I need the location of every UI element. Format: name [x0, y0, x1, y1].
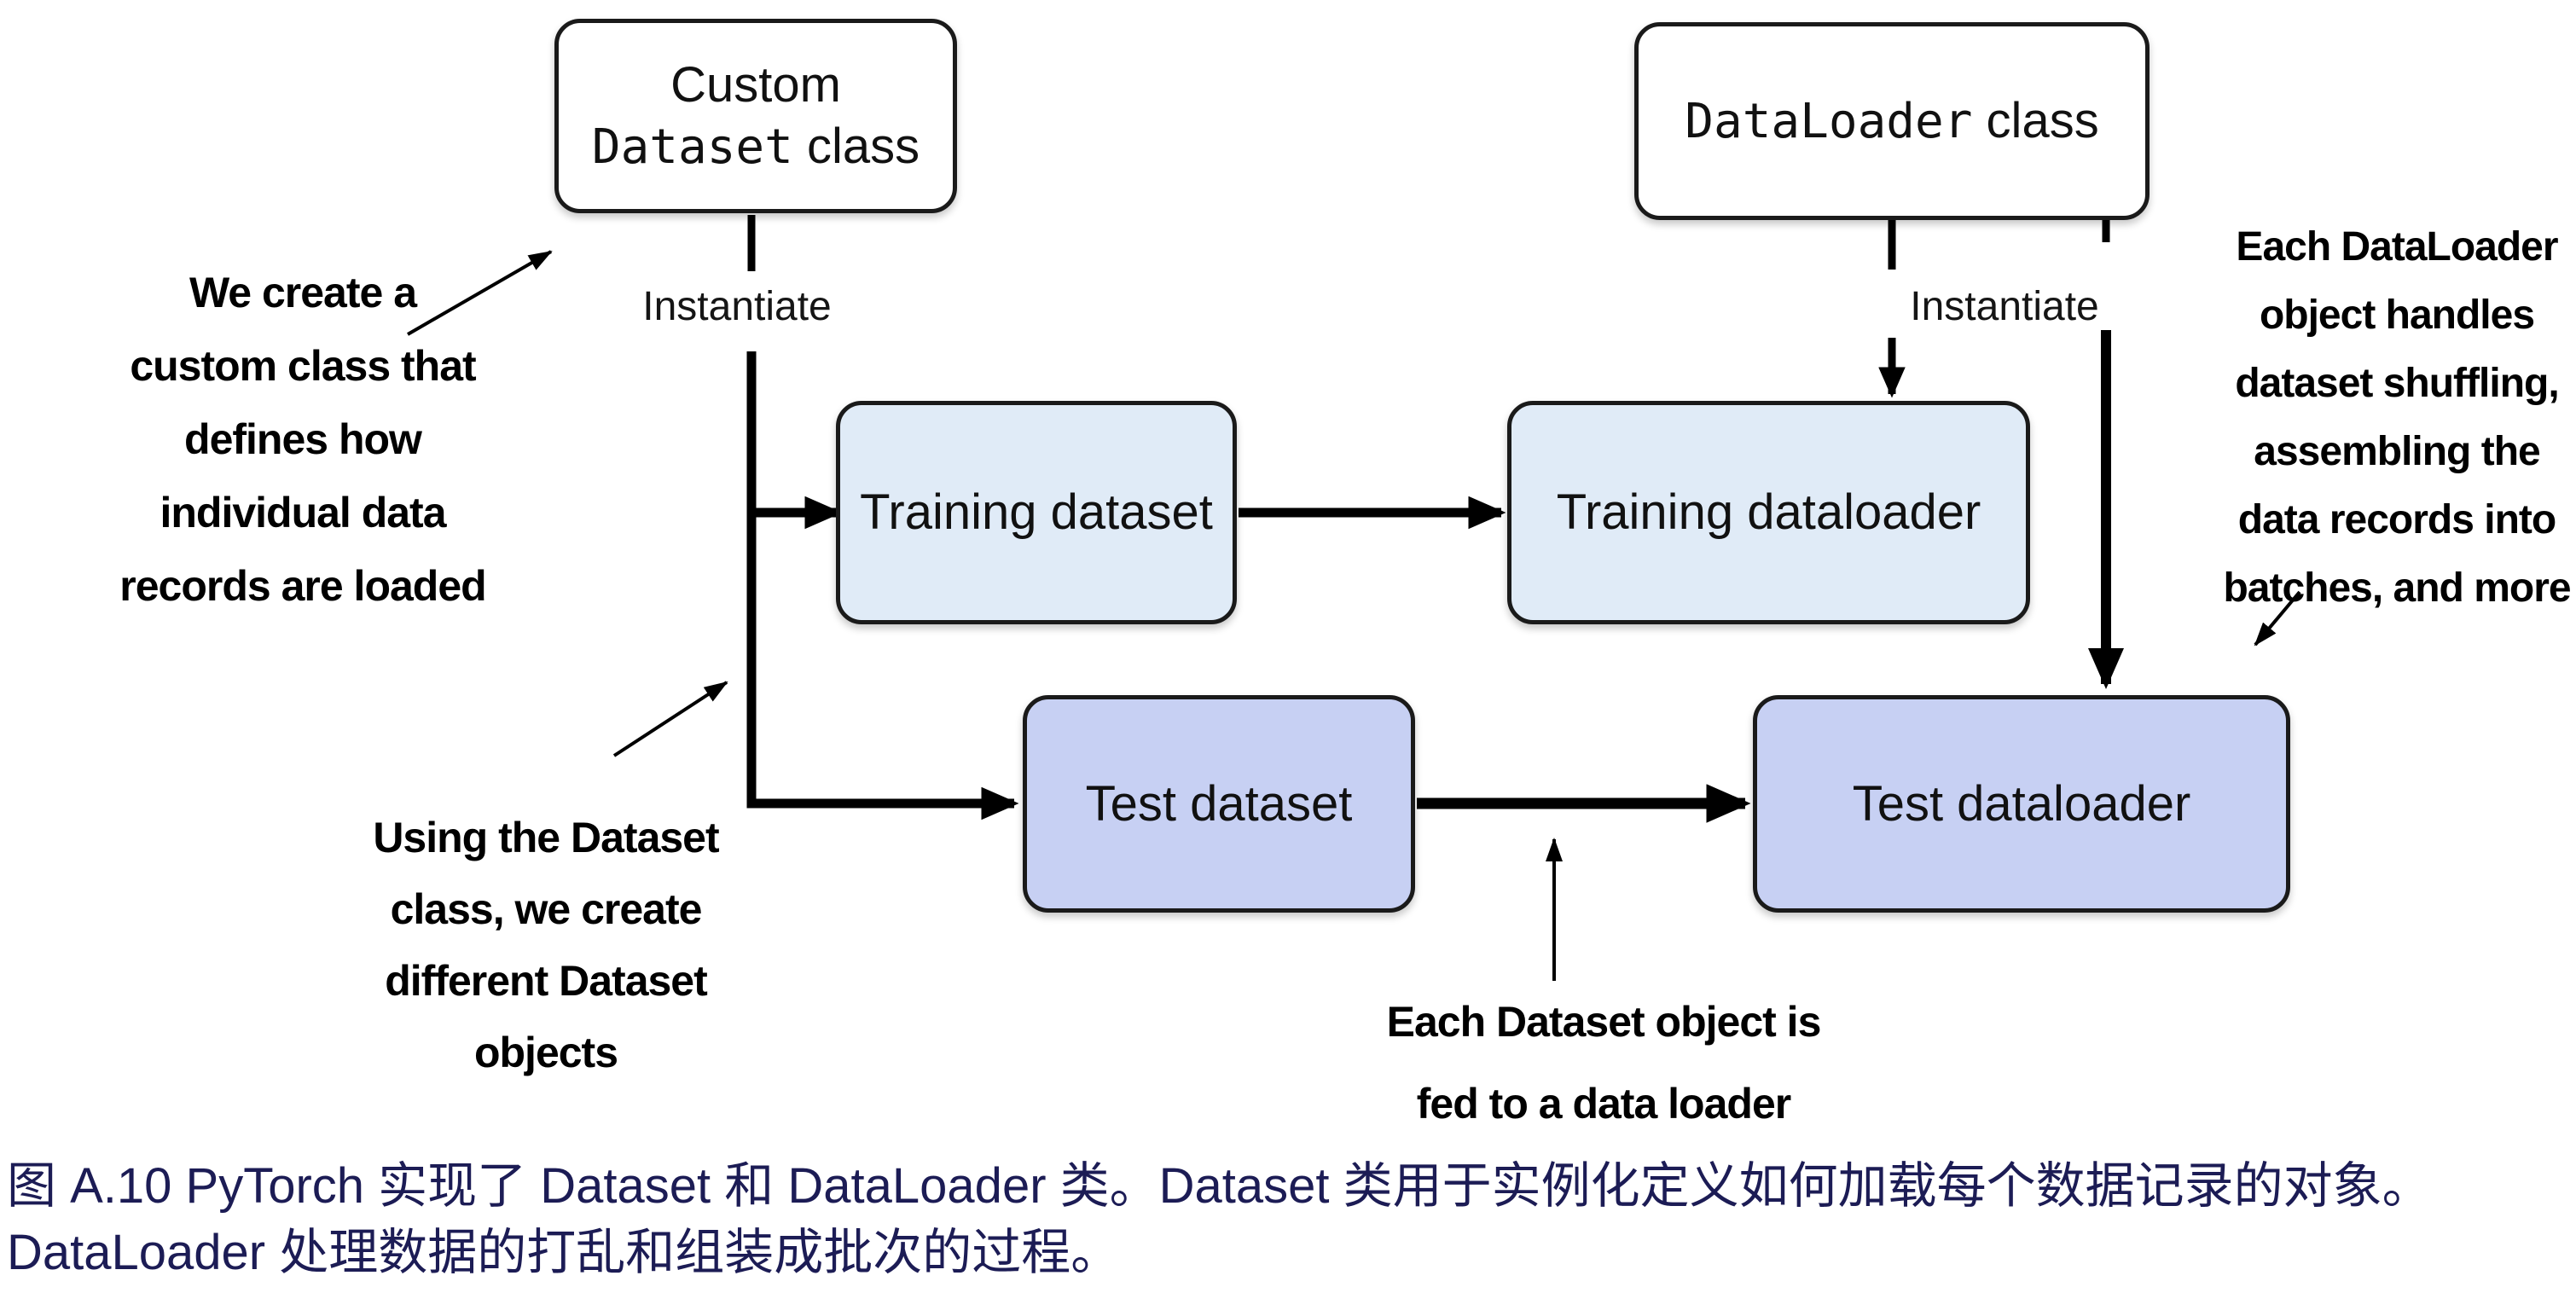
annotation-line: data records into — [2237, 497, 2556, 542]
box-test-dataset: Test dataset — [1023, 695, 1415, 913]
annotation-line: Using the Dataset — [373, 814, 719, 861]
dataloader-code-text: DataLoader — [1685, 93, 1973, 149]
dataset-class-suffix: class — [792, 118, 920, 174]
caption-line: DataLoader 处理数据的打乱和组装成批次的过程。 — [7, 1225, 1121, 1280]
annotation-line: different Dataset — [385, 957, 708, 1005]
box-label-code-line: Dataset class — [592, 116, 920, 178]
annotation-using-dataset: Using the Dataset class, we create diffe… — [333, 802, 759, 1088]
annotation-arrow-we-create — [406, 250, 553, 336]
arrow-dataset-class-to-test-dataset — [746, 351, 1019, 820]
instantiate-label-left: Instantiate — [609, 283, 865, 330]
annotation-arrow-dataloader-handles — [2254, 590, 2301, 646]
box-training-dataloader: Training dataloader — [1507, 401, 2030, 624]
box-training-dataset: Training dataset — [836, 401, 1237, 624]
dataset-code-text: Dataset — [591, 119, 793, 175]
annotation-line: assembling the — [2254, 429, 2540, 474]
box-custom-dataset-class: Custom Dataset class — [554, 19, 957, 213]
instantiate-label-right: Instantiate — [1877, 283, 2132, 330]
annotation-line: objects — [473, 1029, 618, 1076]
annotation-dataloader-handles: Each DataLoader object handles dataset s… — [2218, 213, 2576, 623]
annotation-line: object handles — [2259, 293, 2535, 338]
box-label: Test dataset — [1085, 775, 1353, 832]
annotation-line: Each DataLoader — [2236, 224, 2558, 270]
annotation-line: fed to a data loader — [1416, 1080, 1791, 1128]
annotation-line: class, we create — [390, 885, 703, 933]
box-label: Custom — [670, 56, 841, 113]
box-label: Training dataloader — [1556, 484, 1981, 540]
annotation-line: dataset shuffling, — [2235, 361, 2559, 406]
annotation-line: Each Dataset object is — [1386, 998, 1822, 1046]
annotation-line: individual data — [160, 489, 446, 536]
annotation-line: custom class that — [130, 342, 476, 390]
annotation-line: defines how — [184, 415, 422, 463]
figure-caption: 图 A.10 PyTorch 实现了 Dataset 和 DataLoader … — [7, 1153, 2566, 1286]
box-label: Test dataloader — [1852, 775, 2191, 832]
box-label: Training dataset — [860, 484, 1213, 540]
dataloader-class-suffix: class — [1972, 92, 2099, 148]
box-label-code-line: DataLoader class — [1685, 90, 2098, 153]
box-dataloader-class: DataLoader class — [1634, 22, 2150, 220]
annotation-fed-to-loader: Each Dataset object is fed to a data loa… — [1331, 981, 1877, 1145]
annotation-line: records are loaded — [119, 562, 486, 610]
box-test-dataloader: Test dataloader — [1753, 695, 2290, 913]
annotation-we-create: We create a custom class that defines ho… — [77, 256, 529, 623]
annotation-line: batches, and more — [2223, 565, 2571, 611]
caption-line: 图 A.10 PyTorch 实现了 Dataset 和 DataLoader … — [7, 1158, 2432, 1214]
annotation-arrow-using-dataset — [612, 681, 728, 757]
annotation-line: We create a — [189, 269, 417, 316]
